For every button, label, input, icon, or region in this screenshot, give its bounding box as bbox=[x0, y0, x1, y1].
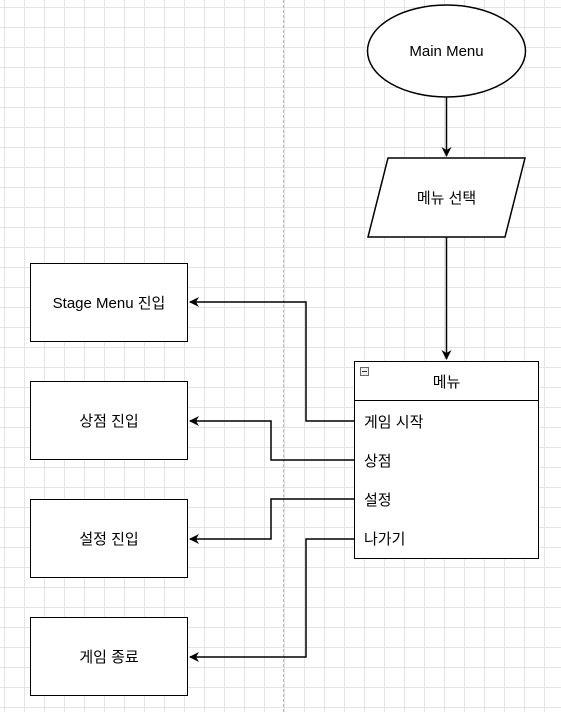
menu-title: 메뉴 bbox=[432, 373, 461, 391]
menu-item-settings[interactable]: 설정 bbox=[364, 491, 392, 509]
input-parallelogram-shape[interactable] bbox=[367, 157, 526, 238]
menu-item-exit[interactable]: 나가기 bbox=[364, 530, 406, 548]
menu-item-shop[interactable]: 상점 bbox=[364, 452, 392, 470]
outcome-box-game-end[interactable]: 게임 종료 bbox=[30, 617, 188, 696]
arrow-shop-to-shop-entry[interactable] bbox=[189, 416, 354, 461]
arrow-game-start-to-stage-menu[interactable] bbox=[189, 297, 354, 422]
menu-container[interactable]: 메뉴 게임 시작 상점 설정 나가기 bbox=[354, 361, 539, 559]
outcome-box-settings-entry[interactable]: 설정 진입 bbox=[30, 499, 188, 578]
outcome-box-stage-menu[interactable]: Stage Menu 진입 bbox=[30, 263, 188, 342]
menu-item-game-start[interactable]: 게임 시작 bbox=[364, 413, 424, 431]
arrow-settings-to-settings-entry[interactable] bbox=[189, 498, 354, 544]
input-node-label: 메뉴 선택 bbox=[416, 190, 477, 207]
arrow-exit-to-game-end[interactable] bbox=[189, 538, 354, 662]
start-terminator-label: Main Menu bbox=[409, 42, 484, 60]
outcome-box-shop-entry[interactable]: 상점 진입 bbox=[30, 381, 188, 460]
menu-header: 메뉴 bbox=[355, 362, 538, 401]
page-boundary-guide bbox=[283, 0, 284, 712]
collapse-icon[interactable] bbox=[360, 367, 369, 376]
